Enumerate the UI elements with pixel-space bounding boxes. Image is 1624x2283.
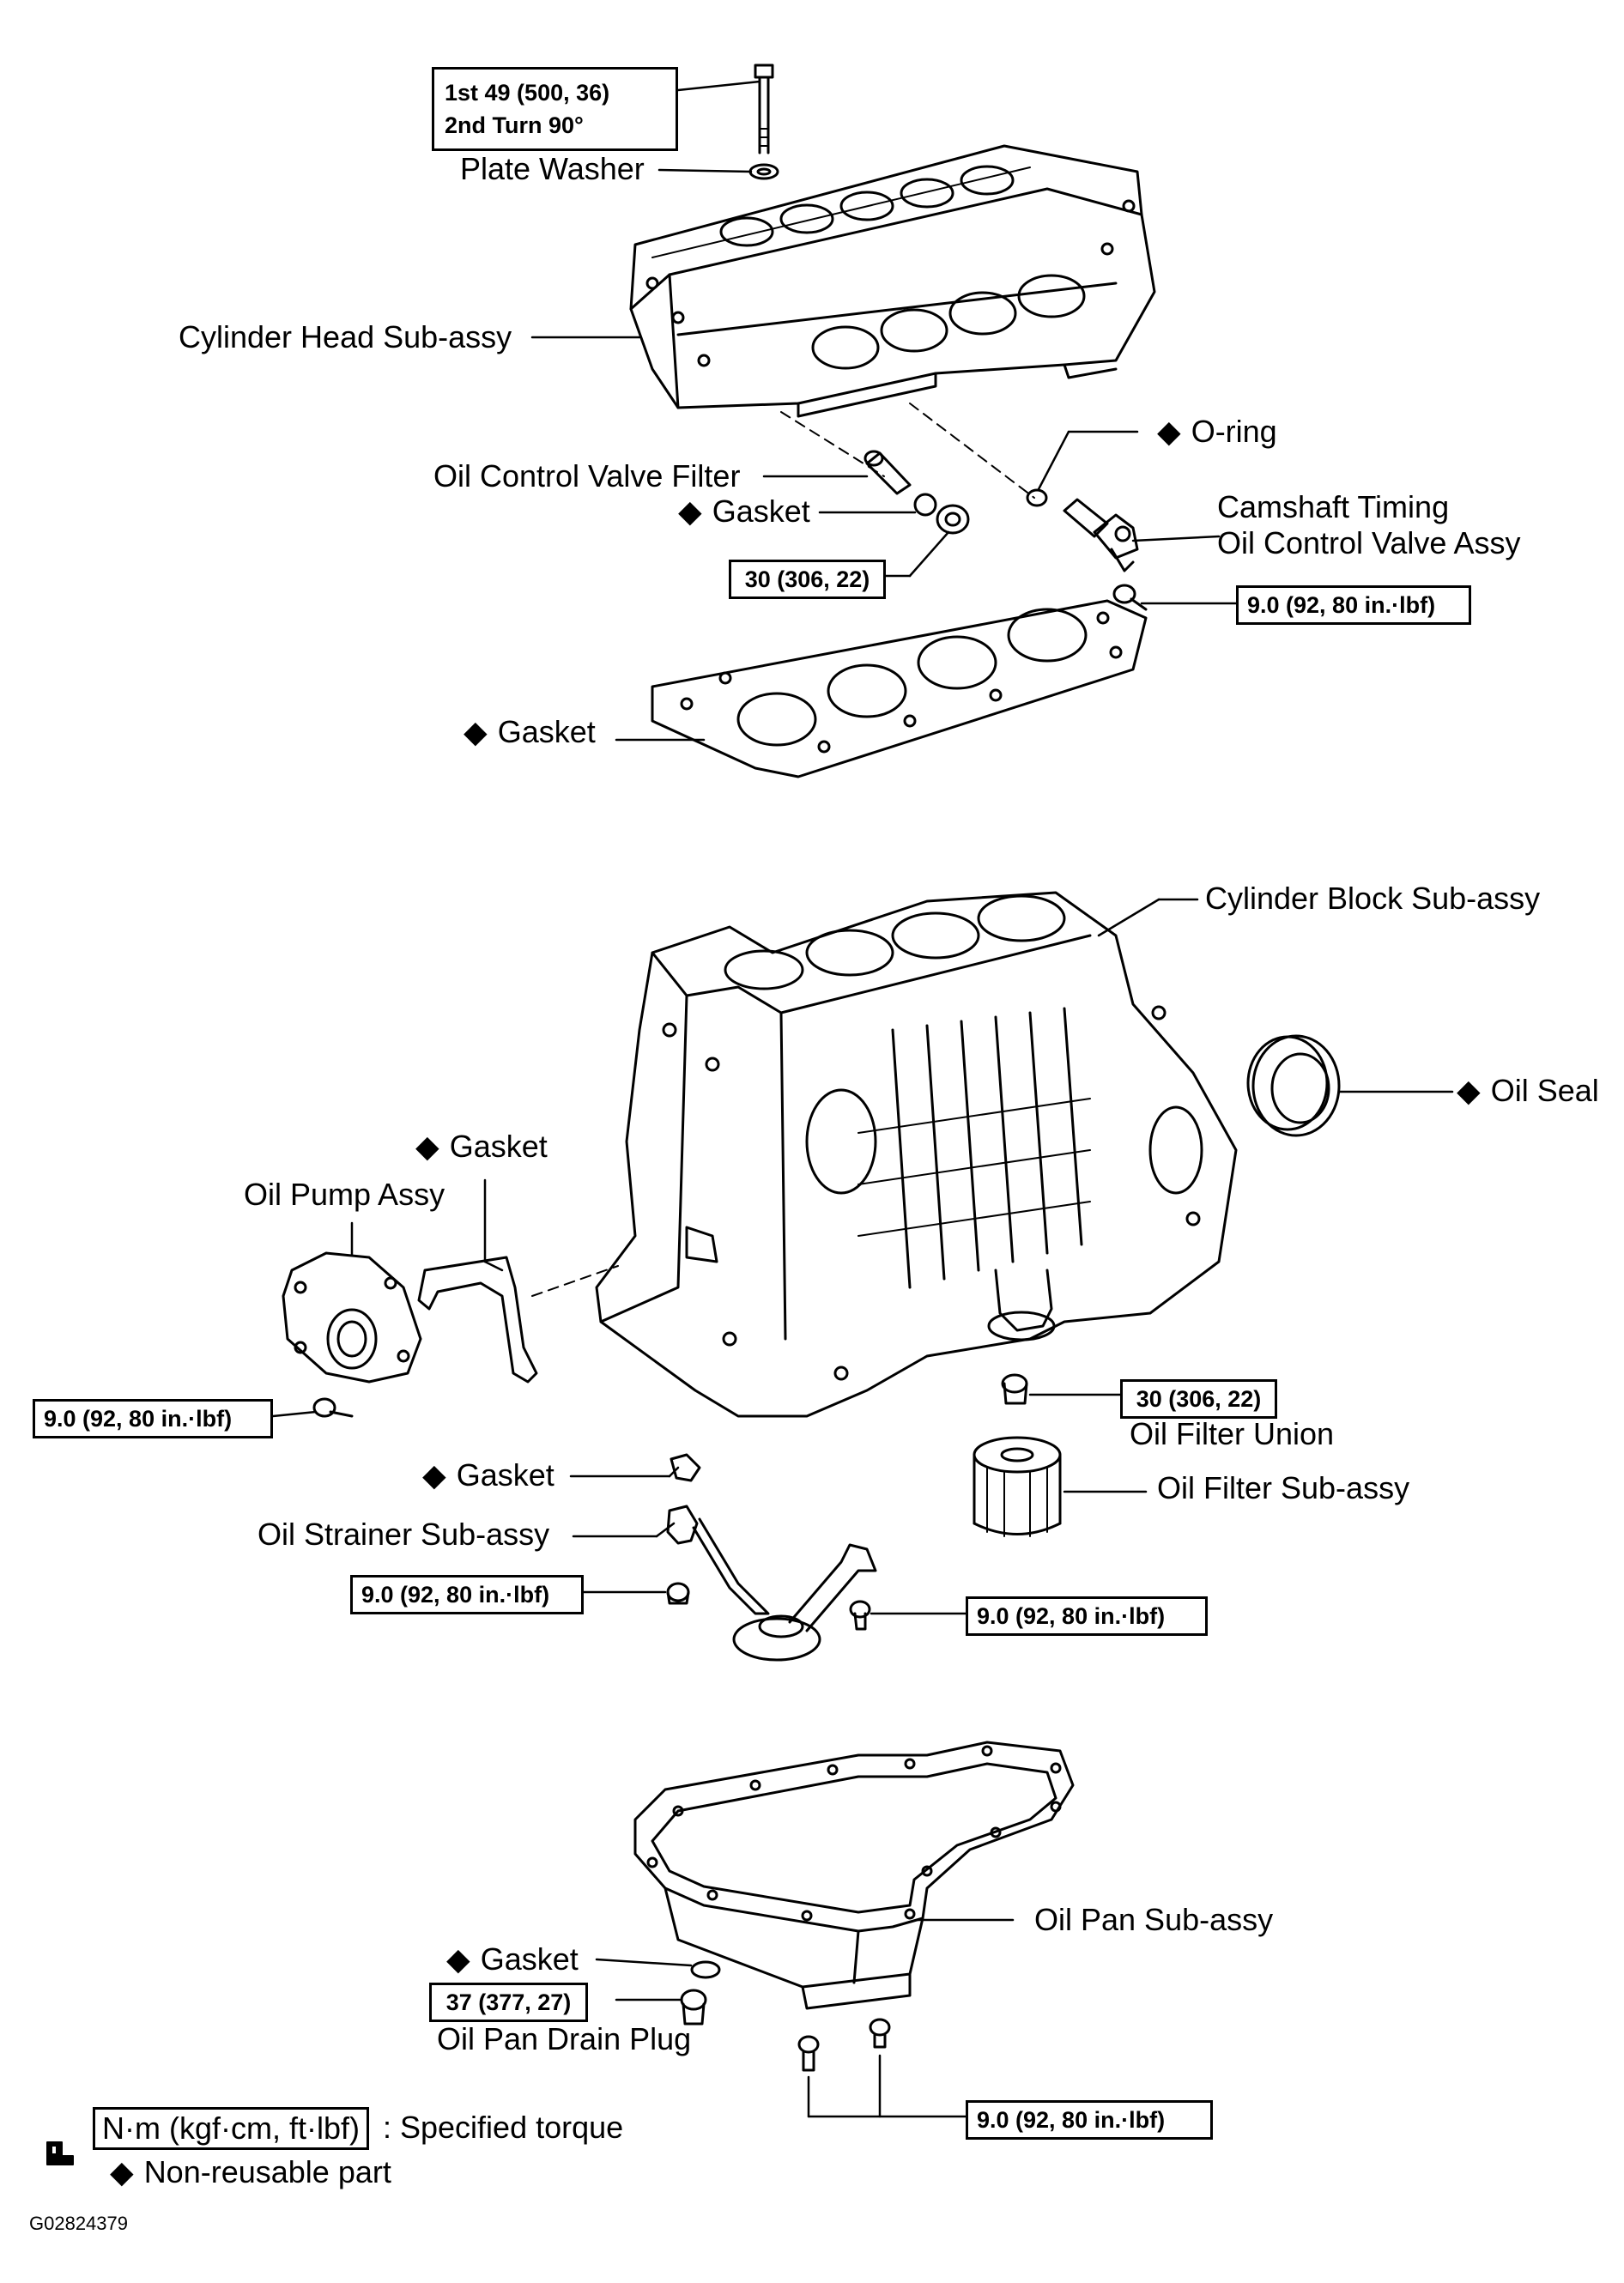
- cylinder-head-bolt: [754, 64, 774, 154]
- camshaft-timing-ocv: [1063, 498, 1139, 572]
- torque-drain-plug: 37 (377, 27): [429, 1983, 588, 2022]
- torque-oil-filter-union: 30 (306, 22): [1120, 1379, 1277, 1419]
- cylinder-head-drawing: [629, 144, 1156, 418]
- label-oil-seal: ◆Oil Seal: [1457, 1073, 1599, 1108]
- label-cylinder-head: Cylinder Head Sub-assy: [179, 319, 512, 354]
- torque-oil-pump-bolt: 9.0 (92, 80 in.·lbf): [33, 1399, 273, 1438]
- oil-seal: [1246, 1034, 1341, 1137]
- plate-washer: [748, 163, 779, 180]
- oil-pan-bolt-right: [869, 2018, 891, 2049]
- oil-pump-drawing: [282, 1251, 422, 1384]
- oil-pan-bolt-left: [797, 2035, 820, 2072]
- label-oil-filter: Oil Filter Sub-assy: [1157, 1470, 1410, 1505]
- leader-lines: [271, 80, 1454, 2118]
- strainer-nut: [666, 1582, 690, 1605]
- cylinder-head-gasket: [651, 599, 1148, 778]
- legend-torque-desc: : Specified torque: [383, 2110, 624, 2145]
- label-oil-strainer: Oil Strainer Sub-assy: [258, 1517, 550, 1552]
- oil-pump-gasket: [417, 1256, 538, 1384]
- label-strainer-gasket: ◆Gasket: [422, 1457, 554, 1493]
- nonreusable-symbol: ◆: [1157, 414, 1181, 449]
- torque-strainer-bolt: 9.0 (92, 80 in.·lbf): [966, 1596, 1208, 1636]
- torque-oil-pan-bolts: 9.0 (92, 80 in.·lbf): [966, 2100, 1213, 2140]
- legend-torque-units: N·m (kgf·cm, ft·lbf): [93, 2107, 369, 2150]
- nonreusable-symbol: ◆: [446, 1941, 470, 1977]
- label-oil-pump: Oil Pump Assy: [244, 1177, 445, 1212]
- drain-plug-gasket: [690, 1960, 721, 1979]
- o-ring: [1026, 488, 1048, 507]
- label-oil-pan: Oil Pan Sub-assy: [1034, 1902, 1274, 1937]
- torque-strainer-nut: 9.0 (92, 80 in.·lbf): [350, 1575, 584, 1614]
- ocv-plug: [936, 504, 970, 535]
- label-camshaft-timing-ocv: Camshaft Timing Oil Control Valve Assy: [1217, 489, 1521, 560]
- torque-ocv-plug: 30 (306, 22): [729, 560, 886, 599]
- label-o-ring: ◆O-ring: [1157, 414, 1277, 449]
- nonreusable-symbol: ◆: [415, 1129, 439, 1164]
- torque-head-bolt-line1: 1st 49 (500, 36): [445, 80, 610, 106]
- nonreusable-symbol: ◆: [678, 494, 702, 529]
- nonreusable-symbol: ◆: [422, 1457, 446, 1493]
- label-cylinder-block: Cylinder Block Sub-assy: [1205, 881, 1541, 916]
- strainer-bolt: [849, 1600, 871, 1631]
- strainer-gasket: [670, 1453, 701, 1482]
- drain-plug: [680, 1989, 707, 2026]
- ocv-gasket: [913, 493, 937, 517]
- oil-control-valve-filter: [864, 450, 912, 495]
- figure-code: G02824379: [29, 2213, 128, 2234]
- nonreusable-symbol: ◆: [464, 714, 488, 749]
- oil-strainer-drawing: [666, 1505, 877, 1662]
- ocv-bolt: [1112, 584, 1148, 611]
- label-oil-pump-gasket: ◆Gasket: [415, 1129, 548, 1164]
- oil-filter-union: [1001, 1373, 1028, 1405]
- label-ocv-gasket: ◆Gasket: [678, 494, 810, 529]
- oil-filter: [973, 1436, 1062, 1537]
- torque-head-bolt-line2: 2nd Turn 90°: [445, 112, 584, 138]
- label-head-gasket: ◆Gasket: [464, 714, 596, 749]
- torque-head-bolt: 1st 49 (500, 36) 2nd Turn 90°: [432, 67, 678, 151]
- legend-nonreusable: ◆Non-reusable part: [110, 2154, 391, 2189]
- label-drain-plug-gasket: ◆Gasket: [446, 1941, 579, 1977]
- legend-icon: [46, 2141, 74, 2165]
- nonreusable-symbol: ◆: [110, 2154, 134, 2189]
- label-plate-washer: Plate Washer: [460, 151, 645, 186]
- torque-ocv-bolt: 9.0 (92, 80 in.·lbf): [1236, 585, 1471, 625]
- oil-pump-bolt: [312, 1397, 354, 1418]
- oil-pan-drawing: [633, 1741, 1075, 2010]
- label-drain-plug: Oil Pan Drain Plug: [437, 2021, 692, 2056]
- cylinder-block-drawing: [595, 891, 1238, 1418]
- label-ocv-filter: Oil Control Valve Filter: [433, 458, 741, 494]
- nonreusable-symbol: ◆: [1457, 1073, 1481, 1108]
- label-oil-filter-union: Oil Filter Union: [1130, 1416, 1335, 1451]
